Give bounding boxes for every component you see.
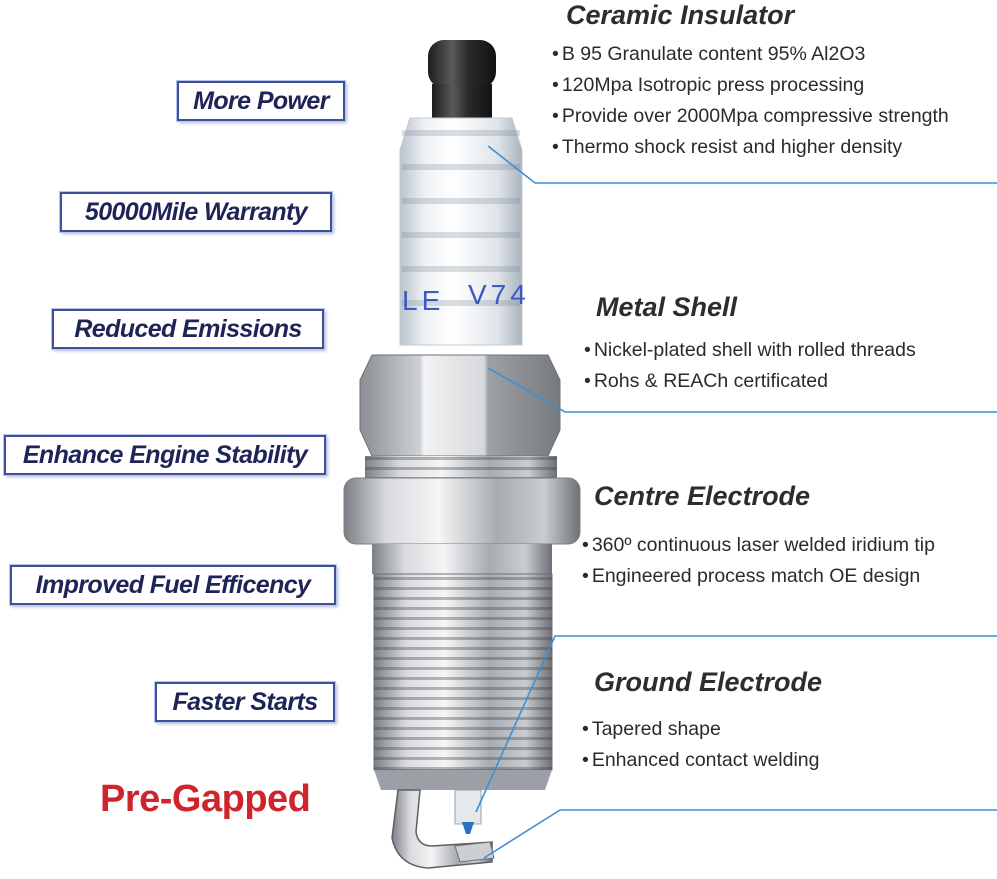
section-title-centre-electrode: Centre Electrode	[594, 481, 811, 511]
terminal-stem	[432, 84, 492, 118]
leader-centre-electrode	[475, 635, 997, 813]
feature-fuel-efficiency: Improved Fuel Efficency	[10, 565, 336, 605]
bullet-item: Engineered process match OE design	[582, 561, 935, 592]
feature-engine-stability: Enhance Engine Stability	[4, 435, 326, 475]
leader-ceramic-insulator	[487, 145, 997, 184]
bullet-item: Nickel-plated shell with rolled threads	[584, 335, 916, 366]
metal-shell-bullets: Nickel-plated shell with rolled threads …	[584, 335, 916, 397]
bullet-item: 360º continuous laser welded iridium tip	[582, 530, 935, 561]
centre-electrode-bullets: 360º continuous laser welded iridium tip…	[582, 530, 935, 592]
bullet-item: B 95 Granulate content 95% Al2O3	[552, 39, 949, 70]
bullet-item: 120Mpa Isotropic press processing	[552, 70, 949, 101]
leader-ground-electrode	[483, 809, 997, 859]
bullet-item: Tapered shape	[582, 714, 820, 745]
terminal-nut	[428, 40, 496, 88]
feature-more-power: More Power	[177, 81, 345, 121]
bullet-item: Rohs & REACh certificated	[584, 366, 916, 397]
leader-lines	[475, 145, 997, 859]
ground-electrode-bullets: Tapered shape Enhanced contact welding	[582, 714, 820, 776]
feature-warranty: 50000Mile Warranty	[60, 192, 332, 232]
hex-nut	[359, 354, 561, 457]
ceramic-insulator-bullets: B 95 Granulate content 95% Al2O3 120Mpa …	[552, 39, 949, 163]
gasket-collar	[343, 477, 581, 545]
leader-metal-shell	[487, 367, 997, 413]
bullet-item: Provide over 2000Mpa compressive strengt…	[552, 101, 949, 132]
feature-reduced-emissions: Reduced Emissions	[52, 309, 324, 349]
centre-electrode-tip	[454, 789, 482, 825]
section-title-ground-electrode: Ground Electrode	[594, 667, 823, 697]
bullet-item: Thermo shock resist and higher density	[552, 132, 949, 163]
plug-marking-left: LE	[402, 285, 444, 316]
section-title-metal-shell: Metal Shell	[596, 292, 738, 322]
section-title-ceramic-insulator: Ceramic Insulator	[566, 0, 795, 30]
pre-gapped-label: Pre-Gapped	[100, 778, 311, 820]
bullet-item: Enhanced contact welding	[582, 745, 820, 776]
feature-faster-starts: Faster Starts	[155, 682, 335, 722]
plug-marking: V74	[468, 279, 530, 310]
